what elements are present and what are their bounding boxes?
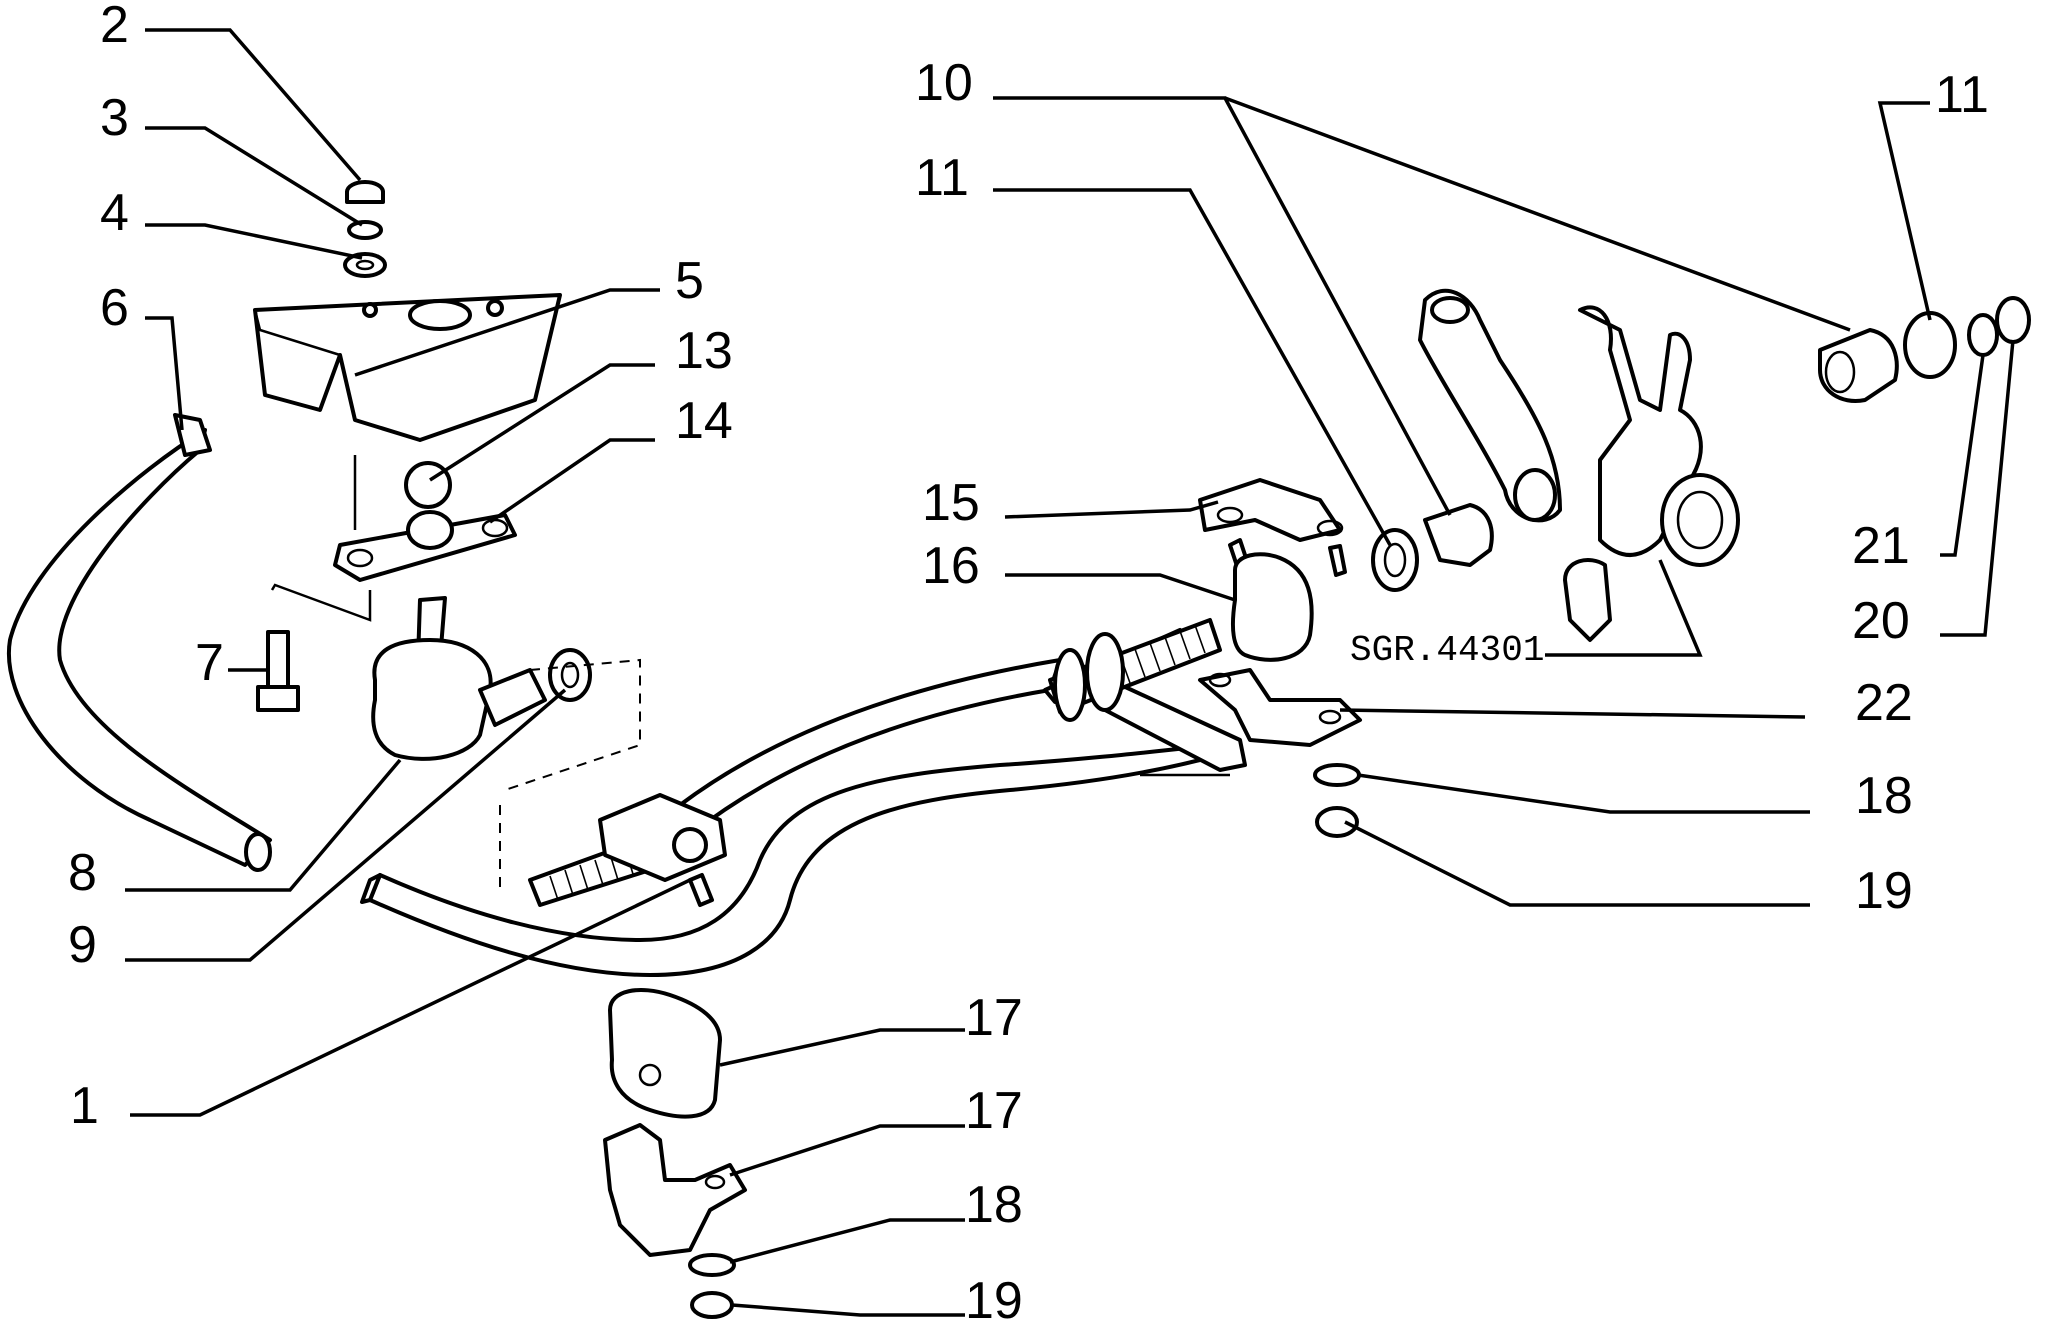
bolt-part [256, 630, 300, 712]
bar-right-threaded-end-part [1048, 618, 1222, 722]
callout-3: 3 [100, 89, 129, 147]
callout-22: 22 [1855, 674, 1913, 732]
callout-13: 14 [675, 392, 733, 450]
callout-7: 7 [195, 634, 224, 692]
callout-2: 2 [100, 0, 129, 54]
callout-12: 13 [675, 322, 733, 380]
callout-14: 15 [922, 474, 980, 532]
clamp-bushing-bracket-part [1198, 478, 1362, 747]
callout-5: 5 [675, 252, 704, 310]
callout-16: 17 [965, 989, 1023, 1047]
callout-11-left: 11 [915, 149, 969, 207]
guide-lines [270, 455, 641, 890]
cover-plate-part [253, 293, 562, 442]
callout-15: 16 [922, 537, 980, 595]
callout-20: 20 [1852, 592, 1910, 650]
callout-11-right: 11 [1935, 66, 1989, 124]
callout-19-right: 19 [1855, 862, 1913, 920]
right-bushing-stack-part [1818, 296, 2031, 403]
callout-labels: 2 3 4 6 5 13 14 7 8 9 1 10 11 11 21 20 1… [68, 0, 1989, 1330]
callout-18-right: 18 [1855, 767, 1913, 825]
middle-bushing-part [1371, 503, 1494, 592]
callout-1: 1 [70, 1077, 99, 1135]
callout-4: 4 [100, 184, 129, 242]
callout-9: 9 [68, 916, 97, 974]
lower-bushing-bracket-part [603, 988, 747, 1257]
callout-17: 17 [965, 1082, 1023, 1140]
callout-21: 21 [1852, 517, 1910, 575]
control-arm-knuckle-part [1418, 288, 1740, 642]
leader-lines [125, 28, 2015, 1317]
callout-8: 8 [68, 844, 97, 902]
callout-6: 6 [100, 279, 129, 337]
nut-washer-stack-part [343, 180, 387, 278]
bar-threaded-end-part [528, 793, 727, 907]
callout-18-lower: 18 [965, 1176, 1023, 1234]
callout-10: 10 [915, 54, 973, 112]
callout-19-lower: 19 [965, 1272, 1023, 1330]
nut-plate-part [333, 461, 517, 582]
link-rod-part [6, 413, 272, 872]
ball-joint-part [371, 596, 592, 761]
lower-washer-nut-part [688, 1253, 736, 1319]
reference-code: SGR.44301 [1350, 630, 1544, 671]
